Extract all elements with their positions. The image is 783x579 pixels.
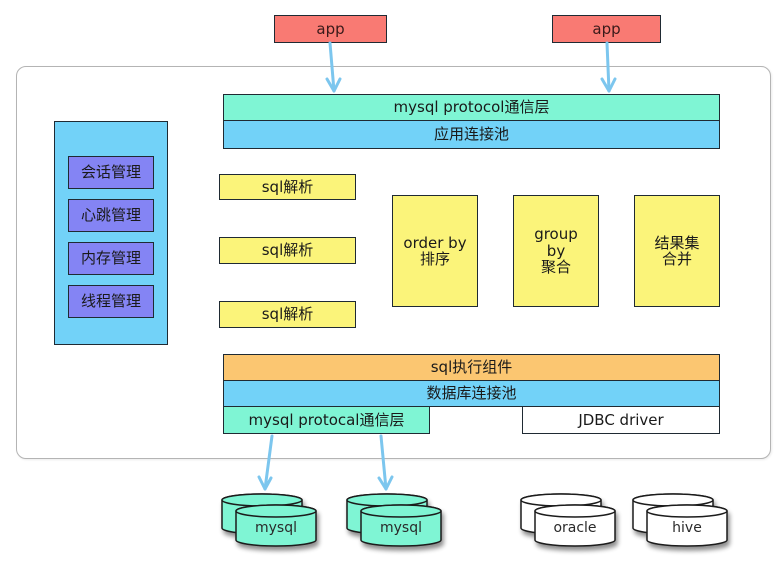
heartbeat-management[interactable]: 心跳管理 (68, 199, 154, 232)
database-cylinder-back (221, 493, 303, 535)
database-label: mysql (255, 520, 297, 536)
jdbc-driver-label: JDBC driver (578, 410, 664, 429)
group-by-aggregate[interactable]: group by 聚合 (513, 195, 599, 307)
app-label: app (592, 19, 621, 38)
app-box-2[interactable]: app (552, 15, 661, 43)
protocol-layer-top[interactable]: mysql protocol通信层 (223, 94, 720, 121)
jdbc-driver[interactable]: JDBC driver (522, 406, 720, 434)
database-hive[interactable]: hive (632, 493, 728, 547)
session-management[interactable]: 会话管理 (68, 156, 154, 189)
session-management-label: 会话管理 (80, 163, 141, 182)
heartbeat-management-label: 心跳管理 (80, 206, 141, 225)
database-cylinder-front (360, 504, 442, 547)
database-cylinder-front (534, 504, 616, 547)
database-mysql[interactable]: mysql (346, 493, 442, 547)
order-by-sort[interactable]: order by 排序 (392, 195, 478, 307)
database-mysql[interactable]: mysql (221, 493, 317, 547)
protocol-layer-bottom[interactable]: mysql protocal通信层 (223, 406, 430, 434)
app-connection-pool-label: 应用连接池 (433, 125, 509, 144)
database-cylinder-front (235, 504, 317, 547)
order-by-line1: order by (403, 233, 467, 252)
sql-executor-label: sql执行组件 (430, 358, 513, 377)
database-label: oracle (553, 520, 596, 536)
order-by-line2: 排序 (419, 250, 450, 268)
app-label: app (316, 19, 345, 38)
database-cylinder-back (346, 493, 428, 535)
database-label: hive (672, 520, 702, 536)
sql-parser-2[interactable]: sql解析 (219, 237, 356, 264)
db-connection-pool[interactable]: 数据库连接池 (223, 380, 720, 407)
group-by-line1: group (534, 225, 578, 244)
result-set-merge[interactable]: 结果集 合并 (634, 195, 720, 307)
database-cylinder-back (632, 493, 714, 535)
sql-parser-label: sql解析 (261, 241, 314, 260)
app-connection-pool[interactable]: 应用连接池 (223, 120, 720, 149)
protocol-layer-bottom-label: mysql protocal通信层 (248, 410, 405, 429)
memory-management-label: 内存管理 (80, 249, 141, 268)
sql-parser-3[interactable]: sql解析 (219, 301, 356, 328)
sql-parser-label: sql解析 (261, 305, 314, 324)
protocol-layer-top-label: mysql protocol通信层 (393, 98, 550, 117)
db-connection-pool-label: 数据库连接池 (426, 384, 517, 403)
result-merge-line1: 结果集 (654, 233, 700, 252)
database-cylinder-front (646, 504, 728, 547)
result-merge-line2: 合并 (661, 250, 692, 268)
sql-parser-1[interactable]: sql解析 (219, 174, 356, 200)
database-cylinder-back (520, 493, 602, 535)
sql-executor[interactable]: sql执行组件 (223, 354, 720, 381)
memory-management[interactable]: 内存管理 (68, 242, 154, 275)
database-label: mysql (380, 520, 422, 536)
thread-management[interactable]: 线程管理 (68, 285, 154, 318)
database-oracle[interactable]: oracle (520, 493, 616, 547)
app-box-1[interactable]: app (274, 15, 387, 43)
sql-parser-label: sql解析 (261, 177, 314, 196)
group-by-line2: by (546, 241, 566, 260)
thread-management-label: 线程管理 (80, 292, 141, 311)
group-by-line3: 聚合 (540, 258, 571, 277)
